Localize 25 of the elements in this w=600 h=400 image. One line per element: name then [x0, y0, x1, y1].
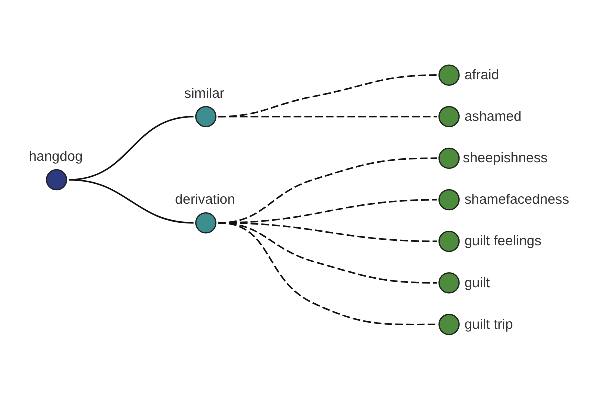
- connector: [218, 116, 437, 118]
- node-circle: [46, 169, 68, 191]
- node-circle: [438, 106, 460, 128]
- node-circle: [438, 148, 460, 170]
- node-label: shamefacedness: [464, 191, 570, 208]
- node-label: afraid: [464, 66, 500, 82]
- node-circle: [438, 189, 460, 211]
- node-circle: [438, 314, 460, 336]
- connector: [218, 74, 437, 118]
- node-label: guilt feelings: [464, 232, 542, 249]
- node-label: guilt: [464, 274, 490, 290]
- node-label: guilt trip: [464, 316, 514, 332]
- node-label: similar: [184, 84, 225, 101]
- node-circle: [195, 212, 217, 234]
- node-label: derivation: [175, 191, 236, 208]
- node-circle: [438, 64, 460, 86]
- connector: [218, 222, 437, 326]
- node-circle: [195, 106, 217, 128]
- node-label: hangdog: [29, 148, 83, 164]
- node-circle: [438, 272, 460, 294]
- connector: [69, 179, 194, 224]
- node-label: sheepishness: [463, 150, 548, 166]
- node-circle: [438, 230, 460, 252]
- node-label: ashamed: [464, 108, 522, 124]
- connector: [69, 116, 194, 181]
